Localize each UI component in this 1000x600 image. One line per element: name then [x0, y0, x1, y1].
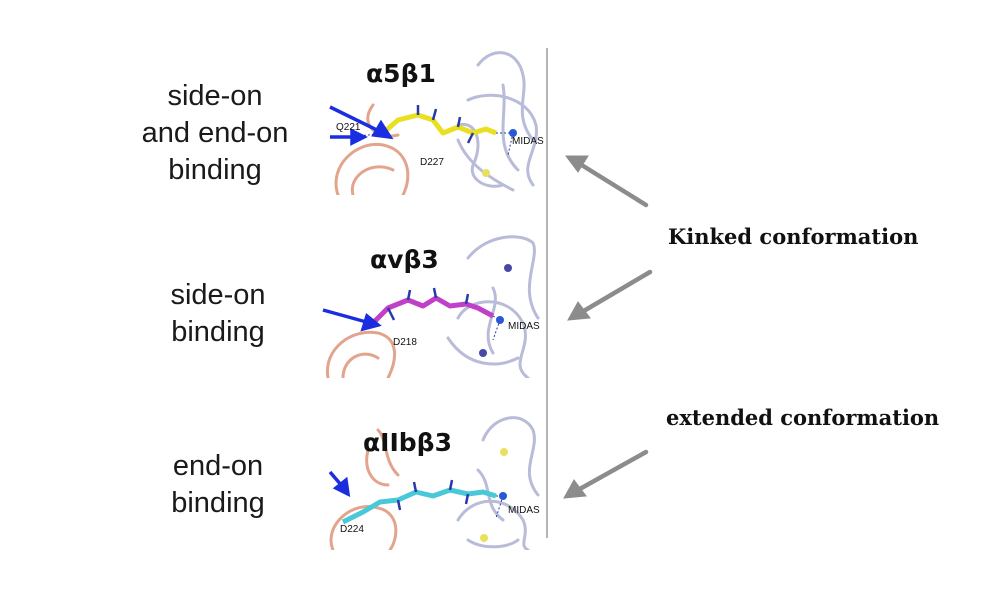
extended-arrow — [575, 449, 649, 493]
binding-label-aiibb3: end-on binding — [171, 450, 265, 519]
residue-label-d224: D224 — [340, 524, 364, 535]
midas-label-avb3: MIDAS — [508, 321, 540, 332]
kinked-arrow-top — [577, 161, 649, 208]
structure-image-aiibb3 — [328, 416, 540, 550]
structure-panel-aiibb3: αIIbβ3 D224 MIDAS — [318, 400, 548, 550]
panel-divider — [546, 48, 548, 538]
midas-label-aiibb3: MIDAS — [508, 505, 540, 516]
residue-label-q221: Q221 — [336, 122, 361, 133]
midas-label-a5b1: MIDAS — [512, 136, 544, 147]
kinked-conformation-label: Kinked conformation — [668, 224, 919, 249]
structure-panel-a5b1: α5β1 Q221 D227 MIDAS — [318, 45, 548, 195]
panel-title-avb3: αvβ3 — [370, 245, 439, 274]
panel-title-a5b1: α5β1 — [366, 59, 436, 88]
panel-title-aiibb3: αIIbβ3 — [363, 428, 452, 457]
kinked-arrow-middle — [579, 269, 653, 315]
residue-label-d227: D227 — [420, 157, 444, 168]
binding-label-avb3: side-on binding — [170, 279, 266, 348]
structure-image-avb3 — [322, 235, 540, 378]
binding-label-a5b1: side-on and end-on binding — [141, 80, 289, 186]
residue-label-d218: D218 — [393, 337, 417, 348]
structure-panel-avb3: αvβ3 D218 MIDAS — [318, 228, 548, 378]
structure-image-a5b1 — [329, 51, 538, 195]
extended-conformation-label: extended conformation — [666, 405, 940, 430]
